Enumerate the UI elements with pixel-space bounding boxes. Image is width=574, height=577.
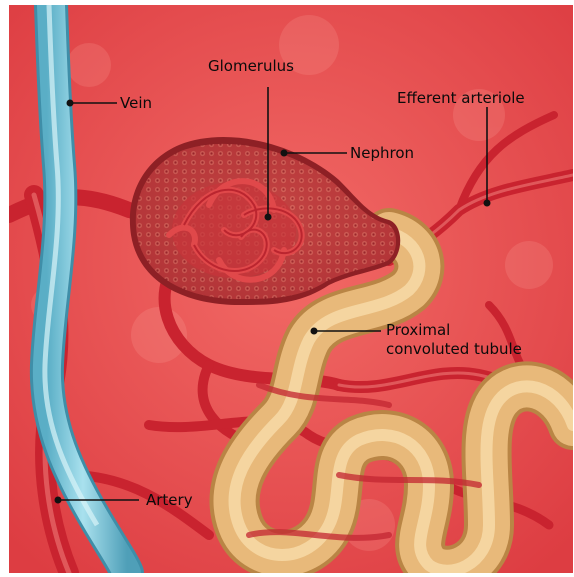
convoluted-tubule-label: convoluted tubule: [386, 340, 522, 358]
nephron-label: Nephron: [350, 144, 414, 162]
vein-label: Vein: [120, 94, 152, 112]
kidney-nephron-illustration: Vein Glomerulus Nephron Efferent arterio…: [9, 5, 573, 573]
glomerulus-label: Glomerulus: [208, 57, 294, 75]
artery-label: Artery: [146, 491, 193, 509]
proximal-label: Proximal: [386, 321, 450, 339]
efferent-arteriole-label: Efferent arteriole: [397, 89, 525, 107]
